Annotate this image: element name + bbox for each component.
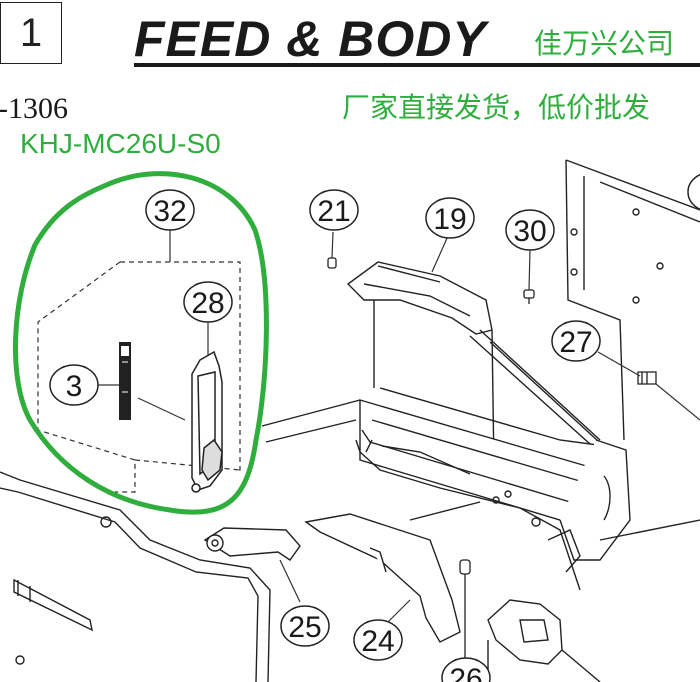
callout-24-label: 24 bbox=[361, 625, 394, 658]
callout-24: 24 bbox=[353, 619, 403, 661]
callout-28-label: 28 bbox=[191, 287, 224, 320]
part-27-screw bbox=[637, 371, 657, 385]
callout-32-label: 32 bbox=[153, 195, 186, 228]
slogan-text: 厂家直接发货，低价批发 bbox=[342, 91, 651, 124]
callout-19-label: 19 bbox=[433, 203, 466, 236]
part-3-strip bbox=[119, 342, 131, 420]
callout-30-label: 30 bbox=[513, 215, 546, 248]
page-title: FEED & BODY bbox=[134, 11, 487, 67]
part-25-lever bbox=[203, 527, 301, 561]
part-28-bracket bbox=[191, 350, 223, 493]
model-number: KHJ-MC26U-S0 bbox=[20, 128, 221, 159]
lower-right-bracket bbox=[487, 599, 601, 682]
page-number: 1 bbox=[19, 11, 43, 55]
callout-27-label: 27 bbox=[559, 326, 592, 359]
sub-assembly-32-outline bbox=[37, 261, 241, 493]
callout-21-label: 21 bbox=[317, 195, 350, 228]
callout-30: 30 bbox=[505, 209, 555, 251]
part-24-arm bbox=[304, 513, 461, 643]
part-code: -1306 bbox=[0, 92, 68, 125]
title-underline bbox=[134, 63, 700, 67]
callout-3-label: 3 bbox=[66, 370, 83, 403]
callout-27: 27 bbox=[551, 320, 601, 362]
company-name: 佳万兴公司 bbox=[534, 27, 675, 60]
frame-plate-left bbox=[0, 471, 271, 682]
callout-19: 19 bbox=[425, 197, 475, 239]
part-26-pin bbox=[459, 559, 471, 662]
callout-21: 21 bbox=[309, 189, 359, 231]
callout-25: 25 bbox=[280, 605, 330, 647]
callout-3: 3 bbox=[49, 364, 99, 406]
part-30-screw bbox=[523, 289, 535, 304]
leader-lines-right bbox=[331, 231, 700, 421]
callout-26-label: 26 bbox=[449, 663, 482, 682]
callout-32: 32 bbox=[145, 189, 195, 231]
callout-26: 26 bbox=[441, 657, 491, 682]
part-21-pin bbox=[327, 257, 337, 269]
leader-lines-group-left bbox=[98, 230, 209, 421]
leader-25 bbox=[279, 559, 301, 603]
callout-25-label: 25 bbox=[288, 611, 321, 644]
feeder-main-body bbox=[261, 159, 700, 591]
leader-24 bbox=[385, 599, 411, 625]
page-number-box: 1 bbox=[0, 2, 62, 64]
callout-28: 28 bbox=[183, 281, 233, 323]
callout-partial-right bbox=[687, 173, 700, 211]
green-highlight-loop bbox=[12, 171, 269, 515]
